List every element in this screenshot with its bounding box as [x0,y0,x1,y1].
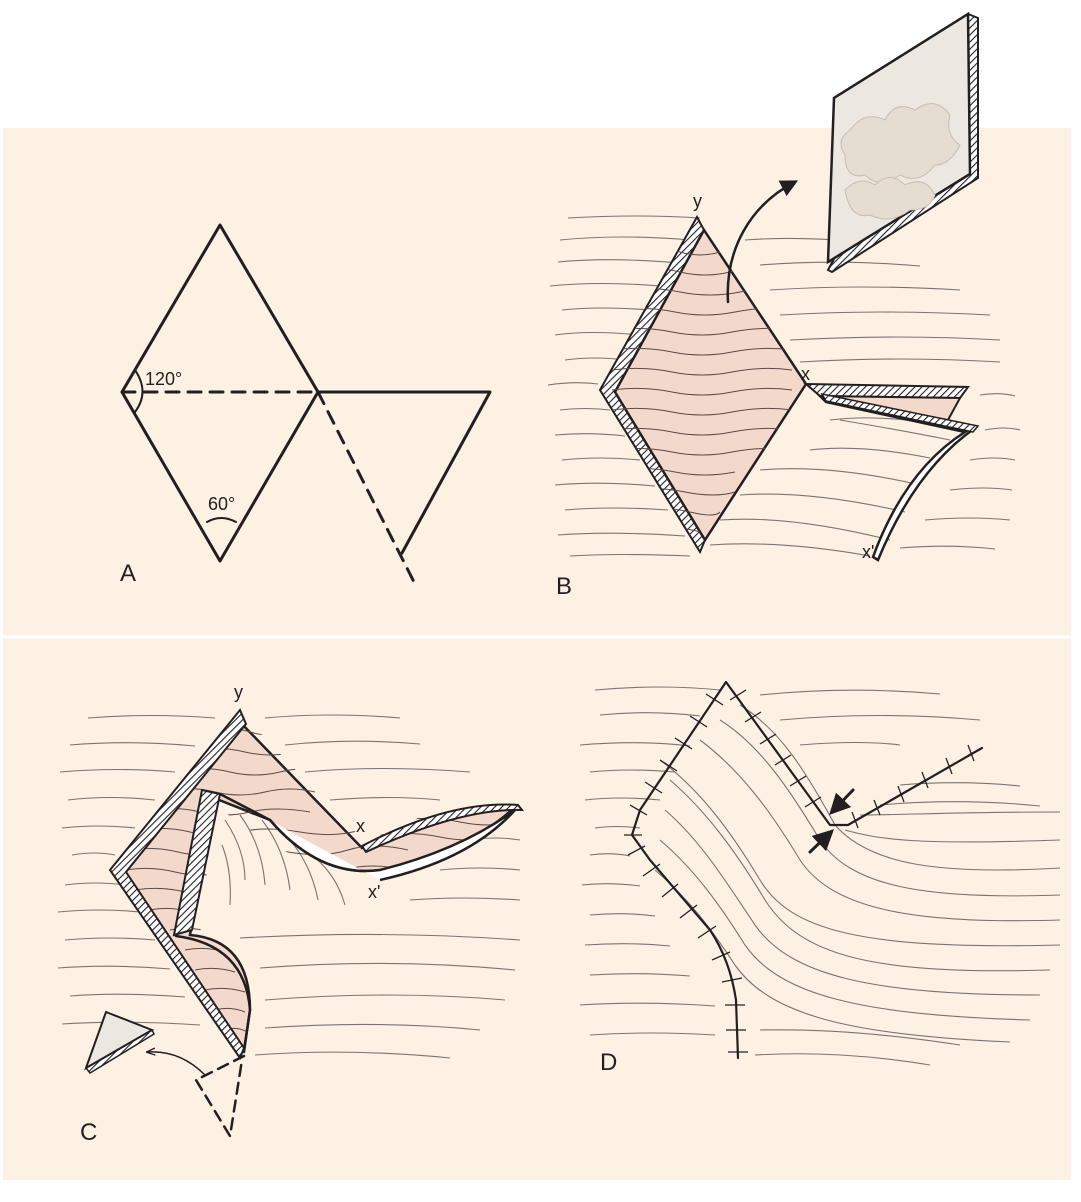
point-label-y: y [234,682,243,702]
flap-outline [316,390,492,555]
angle-label-120: 120° [145,369,182,389]
flap-skin-lines [839,419,951,441]
closure-arrow-upper [829,788,855,816]
suture-ticks [624,689,975,1053]
panel-d: D [579,680,1061,1076]
flap-dashed-extension [316,390,416,584]
excised-tissue-graft [826,11,979,274]
panel-label-c: C [80,1119,97,1146]
skin-lines [57,714,521,1059]
background-panel [3,128,1071,1180]
angle-arc-60 [206,517,237,523]
flap-tip-wall [360,803,525,854]
sutured-incision [630,680,984,1060]
panel-label-d: D [600,1049,617,1076]
transfer-arrow [726,180,799,304]
flap-edge-hatch [820,392,980,433]
panel-label-b: B [556,573,572,600]
panel-b: y x x' B [547,11,1021,600]
angle-label-60: 60° [208,494,235,514]
excised-dog-ear [84,1010,155,1074]
panel-c: y x x' C [57,682,525,1146]
point-label-x-prime: x' [368,882,380,902]
skin-lines [547,215,1021,557]
point-label-x: x [801,364,810,384]
rounded-flap-edge [174,934,252,1054]
closure-arrow-lower [808,829,835,854]
flap-skin [816,393,979,562]
point-label-y: y [693,191,702,211]
dog-ear-outline [194,1054,246,1138]
point-label-x: x [356,816,365,836]
angle-arc-120 [134,369,144,413]
panel-a: 120° 60° A [120,223,492,587]
inner-flap-skin [219,792,516,882]
panel-label-a: A [120,560,136,587]
rhombus-outline [120,223,320,563]
skin-lines [579,686,1061,1066]
point-label-x-prime: x' [862,542,874,562]
dog-ear-arrow [148,1052,206,1076]
